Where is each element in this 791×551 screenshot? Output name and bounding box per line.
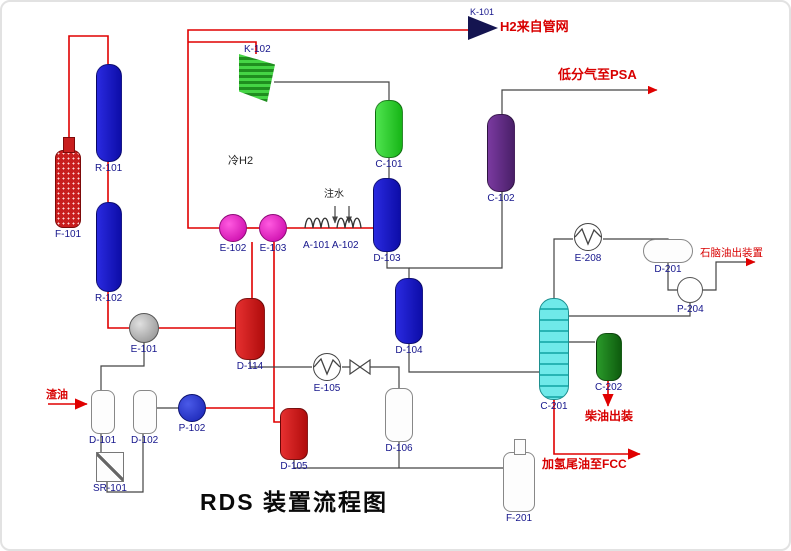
equipment-label: D-104: [395, 345, 423, 356]
equipment-label: D-103: [373, 253, 401, 264]
vessel-F-101: F-101: [55, 137, 82, 240]
heat-exchanger-icon: [574, 223, 602, 251]
stream-label-residue-feed: 渣油: [46, 389, 68, 401]
vessel-D-103: D-103: [373, 178, 401, 264]
vessel-shape: [373, 178, 401, 252]
vessel-shape: [385, 388, 413, 442]
compressor-icon: [239, 54, 275, 102]
air-cooler-coils: [304, 217, 362, 229]
equipment-label: D-105: [280, 461, 308, 472]
vessel-shape: [595, 333, 622, 381]
equipment-label: R-102: [95, 293, 123, 304]
strainer-SR-101: SR-101: [93, 452, 127, 494]
equipment-label: P-102: [178, 423, 206, 434]
heat-exchanger-icon: [313, 353, 341, 381]
equipment-label: C-101: [375, 159, 403, 170]
equipment-label: SR-101: [93, 483, 127, 494]
exchanger-E-103: E-103: [259, 214, 287, 254]
equipment-label: F-201: [505, 513, 533, 524]
stream-label-diesel-out: 柴油出装: [585, 409, 634, 423]
vessel-D-105: D-105: [280, 408, 308, 472]
valve-bowtie-icon: [349, 358, 371, 376]
equipment-label: E-102: [219, 243, 247, 254]
equipment-label: F-101: [55, 229, 82, 240]
column-shape: [539, 298, 569, 400]
equipment-label: E-208: [574, 253, 602, 264]
exchanger-E-105: E-105: [312, 352, 342, 394]
vessel-shape: [375, 100, 403, 158]
vessel-neck: [63, 137, 75, 153]
equipment-label: A-101 A-102: [303, 240, 359, 251]
heat-exchanger-icon: [259, 214, 287, 242]
drum-D-201: D-201: [643, 239, 693, 275]
equipment-label: E-103: [259, 243, 287, 254]
equipment-label: C-201: [540, 401, 568, 412]
compressor-K-101: [468, 16, 498, 40]
vessel-shape: [55, 150, 82, 228]
equipment-label: K-102: [244, 44, 271, 55]
exchanger-E-101: E-101: [129, 313, 159, 355]
equipment-label: D-102: [131, 435, 159, 446]
stream-label-naphtha-out: 石脑油出装置: [700, 247, 763, 259]
vessel-D-101: D-101: [89, 390, 116, 446]
strainer-icon: [95, 452, 124, 482]
vessel-shape: [280, 408, 308, 460]
heat-exchanger-icon: [219, 214, 247, 242]
equipment-label: R-101: [95, 163, 123, 174]
vessel-shape: [643, 239, 693, 263]
equipment-label: K-101: [470, 7, 495, 17]
vessel-F-201: F-201: [503, 439, 535, 524]
vessel-shape: [95, 64, 122, 162]
reactor-R-102: R-102: [95, 202, 122, 304]
vessel-D-114: D-114: [235, 298, 265, 372]
equipment-label: D-114: [236, 361, 264, 372]
air-cooler-A-101-coil: [304, 217, 330, 229]
compressor-icon: [468, 16, 498, 40]
equipment-label: E-101: [130, 344, 158, 355]
reactor-R-101: R-101: [95, 64, 122, 174]
vessel-shape: [90, 390, 115, 434]
pump-P-204: P-204: [677, 277, 704, 315]
equipment-label: D-106: [385, 443, 413, 454]
stream-label-tail-oil-fcc: 加氢尾油至FCC: [542, 457, 627, 471]
vessel-shape: [503, 452, 535, 512]
equipment-label: C-202: [595, 382, 623, 393]
vessel-neck: [514, 439, 526, 455]
diagram-title: RDS 装置流程图: [200, 489, 388, 515]
pump-icon: [677, 277, 704, 303]
vessel-shape: [487, 114, 515, 192]
compressor-K-102: [239, 54, 275, 102]
equipment-label: P-204: [677, 304, 704, 315]
note-cold-h2: 冷H2: [228, 155, 254, 167]
exchanger-E-208: E-208: [573, 222, 603, 264]
pump-P-102: P-102: [178, 394, 206, 434]
dark-pipes: [100, 81, 756, 493]
vessel-C-102: C-102: [487, 114, 515, 204]
note-wash-water: 注水: [324, 189, 344, 200]
vessel-D-104: D-104: [395, 278, 423, 356]
vessel-D-106: D-106: [385, 388, 413, 454]
equipment-label: D-101: [89, 435, 117, 446]
equipment-label: E-105: [313, 383, 341, 394]
stream-label-h2-supply: H2来自管网: [500, 19, 569, 34]
equipment-label: C-102: [487, 193, 515, 204]
stream-label-psa-gas: 低分气至PSA: [558, 67, 637, 82]
pump-icon: [178, 394, 206, 422]
heat-exchanger-icon: [129, 313, 159, 343]
vessel-C-202: C-202: [595, 333, 622, 393]
vessel-shape: [132, 390, 157, 434]
air-cooler-A-102-coil: [336, 217, 362, 229]
vessel-shape: [95, 202, 122, 292]
vessel-shape: [235, 298, 265, 360]
vessel-C-101: C-101: [375, 100, 403, 170]
equipment-label: D-201: [654, 264, 682, 275]
exchanger-E-102: E-102: [219, 214, 247, 254]
vessel-shape: [395, 278, 423, 344]
column-C-201: C-201: [539, 298, 569, 412]
red-pipes: [48, 29, 641, 460]
vessel-D-102: D-102: [131, 390, 158, 446]
